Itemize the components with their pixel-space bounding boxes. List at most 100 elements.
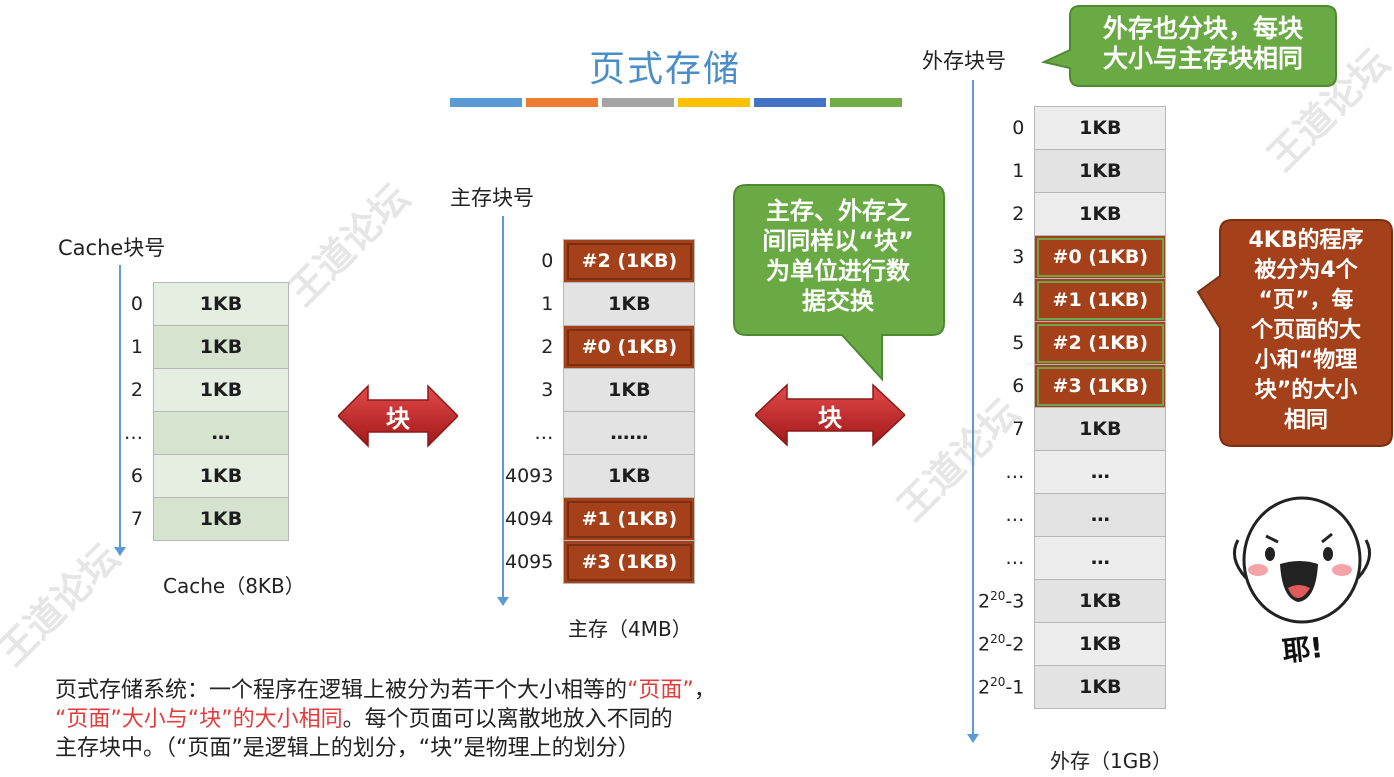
cheering-face-sticker: 耶! <box>1222 488 1382 668</box>
block-cell: #2 (1KB) <box>563 239 696 283</box>
block-cell: 1KB <box>1034 192 1167 236</box>
table-row: 2 1KB <box>124 368 289 412</box>
block-number: 4 <box>1012 289 1025 311</box>
title-color-segment <box>830 98 902 107</box>
table-row: 0 #2 (1KB) <box>505 239 696 283</box>
title-color-bar <box>450 98 902 107</box>
table-row: 3 1KB <box>505 368 696 412</box>
block-number: 3 <box>1012 246 1025 268</box>
block-number: 0 <box>541 250 554 272</box>
callout-line: 被分为4个 <box>1254 258 1358 283</box>
callout-line: 据交换 <box>802 287 874 315</box>
callout-block-exchange: 主存、外存之 间同样以“块” 为单位进行数 据交换 <box>732 183 947 383</box>
block-number: 220-3 <box>978 589 1025 613</box>
block-number: 3 <box>541 379 554 401</box>
block-cell: 1KB <box>153 368 289 412</box>
callout-line: 主存、外存之 <box>766 197 910 225</box>
table-row: 2#0 (1KB) <box>505 325 696 369</box>
block-cell: 1KB <box>1034 149 1167 193</box>
external-caption: 外存（1GB） <box>1050 749 1172 773</box>
title-color-segment <box>526 98 598 107</box>
block-label: 块 <box>386 405 410 433</box>
main-axis-arrow <box>497 216 509 606</box>
callout-external-blocks: 外存也分块，每块 大小与主存块相同 <box>1040 4 1340 88</box>
block-cell: 1KB <box>1034 579 1167 623</box>
block-number: 7 <box>130 508 143 530</box>
block-cell: 1KB <box>153 497 289 541</box>
callout-right-text: 4KB的程序 被分为4个 “页”，每 个页面的大 小和“物理 块”的大小 相同 <box>1220 226 1392 436</box>
block-cell: 1KB <box>563 368 696 412</box>
block-cell: 1KB <box>1034 407 1167 451</box>
block-cell: #2 (1KB) <box>1034 321 1167 365</box>
table-row: 220-2 1KB <box>978 622 1167 666</box>
callout-top-text: 外存也分块，每块 大小与主存块相同 <box>1070 14 1336 74</box>
table-row: 6 #3 (1KB) <box>978 364 1167 408</box>
block-cell: #1 (1KB) <box>563 497 696 541</box>
block-cell: … <box>1034 450 1167 494</box>
block-number: 4093 <box>505 465 554 487</box>
block-number: … <box>1005 504 1025 526</box>
external-axis-arrow <box>967 80 979 743</box>
block-number: 220-2 <box>978 632 1025 656</box>
block-number: 220-1 <box>978 675 1025 699</box>
block-number: 0 <box>1012 117 1025 139</box>
block-number: … <box>534 422 554 444</box>
main-axis-label: 主存块号 <box>450 186 534 210</box>
callout-line: 个页面的大 <box>1250 318 1361 343</box>
block-number: 5 <box>1012 332 1025 354</box>
table-row: 1 1KB <box>505 282 696 326</box>
table-row: 5 #2 (1KB) <box>978 321 1167 365</box>
callout-line: 块”的大小 <box>1254 378 1358 403</box>
title-color-segment <box>450 98 522 107</box>
description-text: 页式存储系统：一个程序在逻辑上被分为若干个大小相等的“页面”， “页面”大小与“… <box>55 676 716 763</box>
table-row: 4095#3 (1KB) <box>505 540 696 584</box>
block-cell: … <box>153 411 289 455</box>
external-axis-label: 外存块号 <box>922 49 1006 73</box>
table-row: 4#1 (1KB) <box>978 278 1167 322</box>
description-line-3: 主存块中。（“页面”是逻辑上的划分，“块”是物理上的划分） <box>55 736 640 761</box>
block-number: 2 <box>130 379 143 401</box>
sticker-text: 耶! <box>1280 630 1325 669</box>
cache-axis-label: Cache块号 <box>58 236 166 260</box>
block-number: 2 <box>541 336 554 358</box>
block-number: 6 <box>130 465 143 487</box>
cache-axis-arrow <box>114 265 126 556</box>
block-cell: … <box>1034 493 1167 537</box>
callout-middle-text: 主存、外存之 间同样以“块” 为单位进行数 据交换 <box>732 196 944 316</box>
description-line-1: 页式存储系统：一个程序在逻辑上被分为若干个大小相等的“页面”， <box>55 678 716 703</box>
callout-line: 4KB的程序 <box>1248 228 1364 253</box>
block-cell: …… <box>563 411 696 455</box>
block-cell: #3 (1KB) <box>1034 364 1167 408</box>
table-row: …… <box>124 411 289 455</box>
block-cell: … <box>1034 536 1167 580</box>
speech-bubble-icon <box>733 184 945 382</box>
callout-line: 大小与主存块相同 <box>1102 44 1303 73</box>
main-caption: 主存（4MB） <box>568 617 692 641</box>
callout-line: 小和“物理 <box>1254 348 1358 373</box>
block-cell: 1KB <box>563 282 696 326</box>
watermark: 王道论坛 <box>0 535 128 675</box>
block-number: 1 <box>130 336 143 358</box>
table-row: 7 1KB <box>124 497 289 541</box>
speech-bubble-icon <box>1196 219 1393 447</box>
callout-line: 为单位进行数 <box>766 257 910 285</box>
block-number: 6 <box>1012 375 1025 397</box>
block-cell: 1KB <box>1034 622 1167 666</box>
cheering-face-icon <box>1232 496 1372 624</box>
block-number: 1 <box>541 293 554 315</box>
title-color-segment <box>754 98 826 107</box>
block-number: 2 <box>1012 203 1025 225</box>
block-exchange-arrow-left: 块 <box>336 384 460 448</box>
title-color-segment <box>602 98 674 107</box>
block-cell: 1KB <box>1034 106 1167 150</box>
table-row: …… <box>978 536 1167 580</box>
block-number: … <box>1005 461 1025 483</box>
title-color-segment <box>678 98 750 107</box>
callout-line: “页”，每 <box>1258 288 1354 313</box>
